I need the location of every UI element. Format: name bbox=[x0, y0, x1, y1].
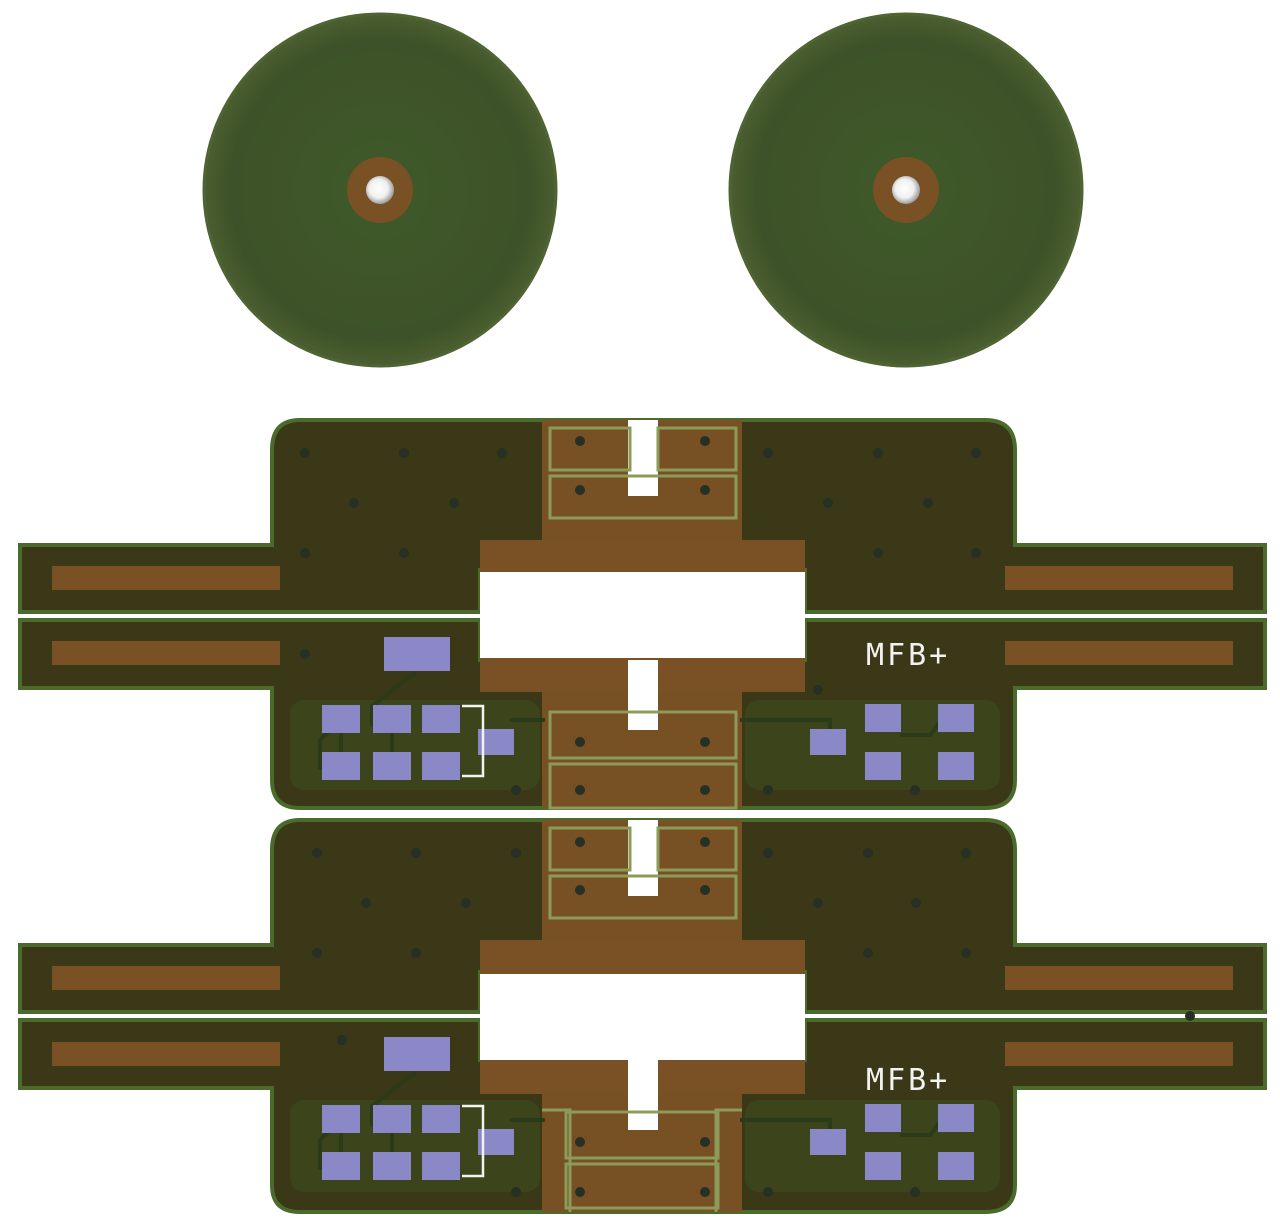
via-drill-icon bbox=[892, 176, 920, 204]
pcb-module-upper: MFB+ bbox=[18, 418, 1267, 810]
speaker-disc-right bbox=[728, 12, 1084, 368]
speaker-disc-left bbox=[202, 12, 558, 368]
silkscreen-label-lower: MFB+ bbox=[866, 1063, 950, 1098]
pcb-module-lower: MFB+ bbox=[18, 818, 1267, 1214]
via-drill-icon bbox=[366, 176, 394, 204]
silkscreen-label-upper: MFB+ bbox=[866, 638, 950, 673]
